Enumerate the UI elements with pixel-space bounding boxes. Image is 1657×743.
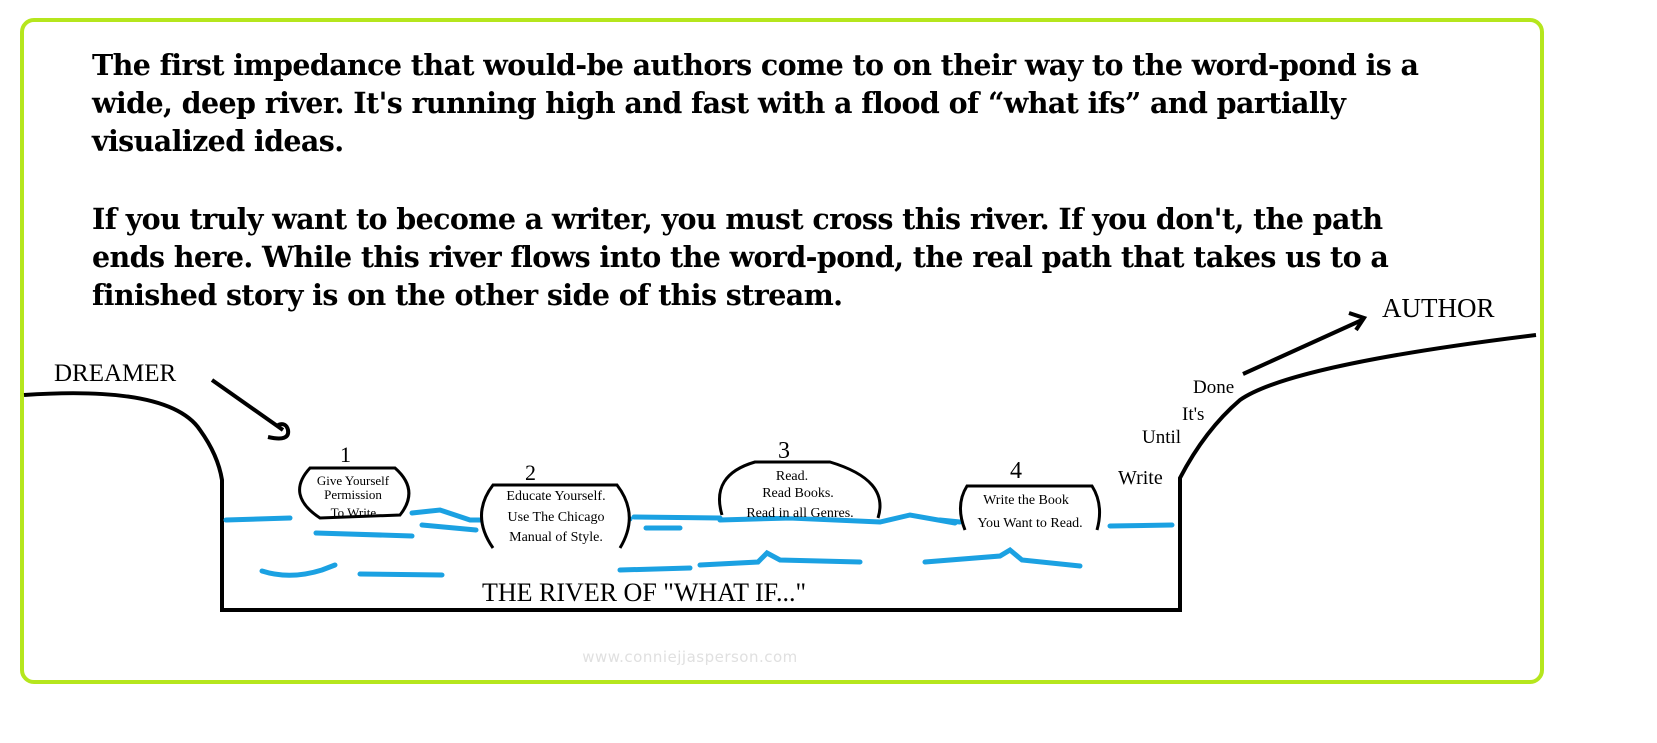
stone-2-line-2: Use The Chicago xyxy=(508,510,605,525)
stone-3-line-3: Read in all Genres. xyxy=(746,506,853,521)
intro-paragraph-1: The first impedance that would-be author… xyxy=(92,48,1419,158)
stone-number-3: 3 xyxy=(778,438,790,464)
stepping-stone-4: 4 Write the Book You Want to Read. xyxy=(959,458,1102,531)
stone-number-4: 4 xyxy=(1010,458,1022,484)
watermark: www.conniejjasperson.com xyxy=(582,648,798,666)
left-bank-line xyxy=(23,333,1537,612)
stepping-stone-2: 2 Educate Yourself. Use The Chicago Manu… xyxy=(480,460,631,549)
bank-word-until: Until xyxy=(1142,427,1181,448)
stone-1-line-1: Give Yourself xyxy=(317,473,390,488)
intro-paragraph-2: If you truly want to become a writer, yo… xyxy=(92,202,1389,312)
stone-number-2: 2 xyxy=(525,460,536,485)
stone-3-line-1: Read. xyxy=(776,469,808,484)
stone-3-line-2: Read Books. xyxy=(762,486,834,501)
bank-word-write: Write xyxy=(1118,467,1163,489)
dreamer-arrow-icon xyxy=(210,378,291,441)
dreamer-label: DREAMER xyxy=(54,360,177,387)
author-arrow-icon xyxy=(1242,311,1368,376)
stone-4-line-1: Write the Book xyxy=(983,493,1069,508)
river-label: THE RIVER OF "WHAT IF..." xyxy=(482,578,806,607)
water-waves xyxy=(223,507,1175,578)
stone-2-line-1: Educate Yourself. xyxy=(506,489,605,504)
stone-1-line-3: To Write. xyxy=(331,505,380,520)
stone-1-line-2: Permission xyxy=(324,487,382,502)
intro-text: The first impedance that would-be author… xyxy=(92,46,1452,354)
stone-4-line-2: You Want to Read. xyxy=(977,516,1082,531)
author-label: AUTHOR xyxy=(1382,293,1495,323)
bank-word-done: Done xyxy=(1193,377,1234,398)
stone-2-line-3: Manual of Style. xyxy=(509,530,603,545)
stone-number-1: 1 xyxy=(340,442,351,467)
stepping-stone-1: 1 Give Yourself Permission To Write. xyxy=(298,442,411,520)
stepping-stone-3: 3 Read. Read Books. Read in all Genres. xyxy=(717,438,882,521)
bank-word-its: It's xyxy=(1182,404,1204,425)
